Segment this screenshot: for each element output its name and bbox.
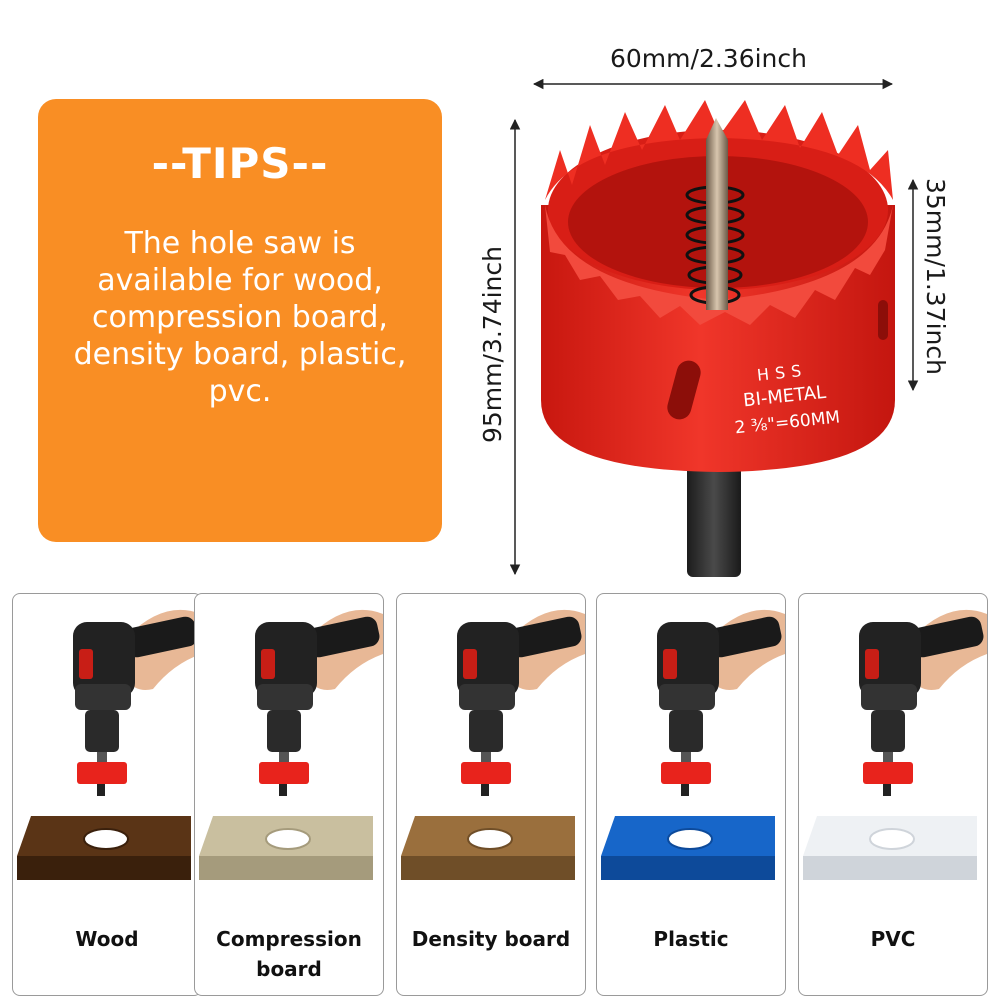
width-dimension-label: 60mm/2.36inch: [610, 44, 807, 73]
tips-line: density board, plastic,: [73, 337, 407, 372]
material-label-line: PVC: [870, 927, 916, 951]
material-label: Plastic: [597, 924, 785, 954]
tips-panel: --TIPS-- The hole saw is available for w…: [38, 99, 442, 542]
material-label: Wood: [13, 924, 201, 954]
hole-saw-illustration: HSS BI-METAL 2 ⅜"=60MM: [509, 78, 919, 577]
mini-hole-saw: [461, 762, 511, 784]
drill-handle: [708, 616, 782, 658]
mini-hole-saw: [77, 762, 127, 784]
drill-illustration: [17, 609, 201, 880]
material-card: Compression board: [194, 593, 384, 996]
drill-chuck: [669, 710, 703, 752]
board-hole: [667, 828, 713, 850]
material-card: PVC: [798, 593, 988, 996]
material-label-line: Plastic: [653, 927, 729, 951]
material-card: Wood: [12, 593, 202, 996]
material-label: Compression board: [195, 924, 383, 984]
board-hole: [83, 828, 129, 850]
mini-hole-saw: [661, 762, 711, 784]
depth-dimension-label: 35mm/1.37inch: [921, 178, 950, 375]
tips-line: pvc.: [208, 374, 272, 409]
saw-teeth: [545, 100, 893, 200]
material-label-line: Wood: [75, 927, 139, 951]
drill-chuck: [267, 710, 301, 752]
drill-handle: [124, 616, 198, 658]
drill-handle: [910, 616, 984, 658]
material-card: Density board: [396, 593, 586, 996]
drill-chuck: [871, 710, 905, 752]
board-hole: [869, 828, 915, 850]
drill-handle: [306, 616, 380, 658]
tips-body: The hole saw is available for wood, comp…: [52, 225, 428, 410]
drill-illustration: [803, 609, 987, 880]
tips-title: --TIPS--: [151, 139, 329, 188]
drill-chuck: [469, 710, 503, 752]
drill-bit: [706, 118, 728, 310]
saw-slot: [667, 360, 701, 420]
drill-handle: [508, 616, 582, 658]
tips-line: The hole saw is: [124, 226, 356, 261]
material-label-line: Density board: [411, 927, 571, 951]
material-label-line: board: [256, 957, 322, 981]
drill-chuck: [85, 710, 119, 752]
tips-line: compression board,: [92, 300, 388, 335]
drill-illustration: [199, 609, 383, 880]
drill-illustration: [401, 609, 585, 880]
height-dimension-label: 95mm/3.74inch: [478, 246, 507, 443]
mini-hole-saw: [259, 762, 309, 784]
board-hole: [467, 828, 513, 850]
shank: [687, 455, 741, 577]
material-label: Density board: [397, 924, 585, 954]
material-card: Plastic: [596, 593, 786, 996]
tips-line: available for wood,: [97, 263, 383, 298]
mini-hole-saw: [863, 762, 913, 784]
drill-illustration: [601, 609, 785, 880]
material-label-line: Compression: [216, 927, 362, 951]
material-label: PVC: [799, 924, 987, 954]
board-hole: [265, 828, 311, 850]
